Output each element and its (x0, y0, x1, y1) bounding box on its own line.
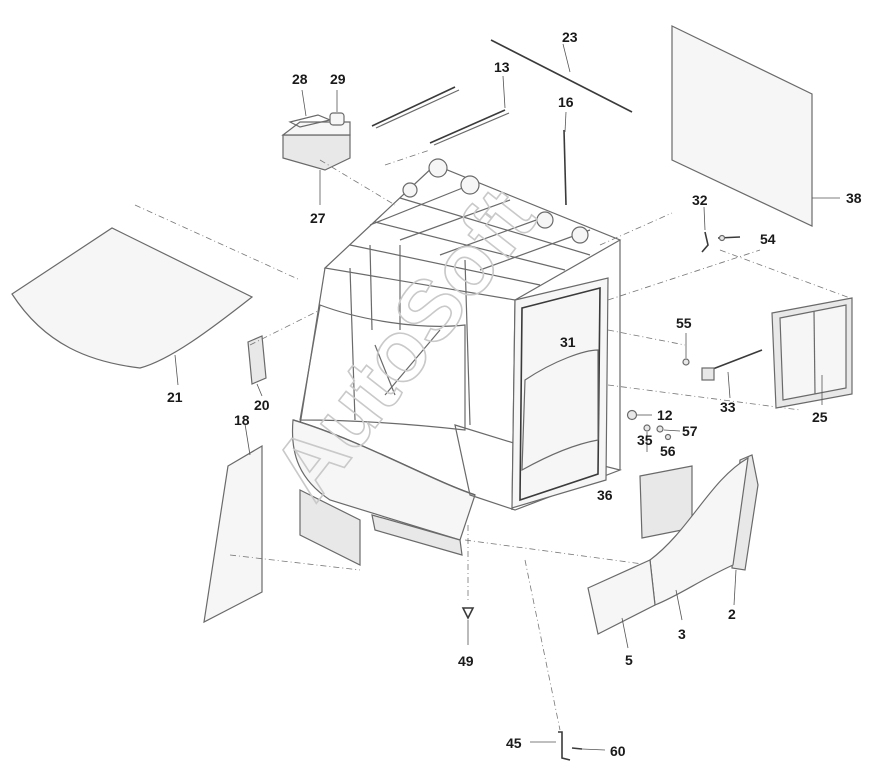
callout-56: 56 (660, 443, 676, 459)
callout-32: 32 (692, 192, 708, 208)
callout-57: 57 (682, 423, 698, 439)
callout-2: 2 (728, 606, 736, 622)
side-window-part-25[interactable] (771, 297, 853, 409)
callout-36: 36 (597, 487, 613, 503)
rear-window-part-38[interactable] (671, 25, 840, 227)
screw-part-60[interactable] (571, 747, 606, 751)
fitting-part-12[interactable] (626, 409, 653, 421)
plug-part-49[interactable] (461, 607, 475, 645)
callout-25: 25 (812, 409, 828, 425)
callout-5: 5 (625, 652, 633, 668)
callout-21: 21 (167, 389, 183, 405)
fitting-part-57[interactable] (656, 425, 681, 433)
callout-3: 3 (678, 626, 686, 642)
callout-45: 45 (506, 735, 522, 751)
callout-49: 49 (458, 653, 474, 669)
bracket-part-20[interactable] (247, 335, 267, 397)
windshield-part-21[interactable] (11, 227, 254, 386)
callout-54: 54 (760, 231, 776, 247)
callout-18: 18 (234, 412, 250, 428)
handle-part-32[interactable] (701, 206, 709, 253)
callout-33: 33 (720, 399, 736, 415)
callout-31: 31 (560, 334, 576, 350)
callout-16: 16 (558, 94, 574, 110)
callout-12: 12 (657, 407, 673, 423)
callout-29: 29 (330, 71, 346, 87)
callout-28: 28 (292, 71, 308, 87)
callout-27: 27 (310, 210, 326, 226)
screw-part-54[interactable] (717, 234, 741, 242)
side-glass-part-18[interactable] (203, 423, 263, 624)
bracket-part-45[interactable] (530, 731, 571, 761)
callout-20: 20 (254, 397, 270, 413)
callout-23: 23 (562, 29, 578, 45)
antenna-part-16[interactable] (563, 111, 567, 206)
callout-38: 38 (846, 190, 862, 206)
wiper-arms-part-13[interactable] (371, 75, 510, 146)
callout-35: 35 (637, 432, 653, 448)
cap-part-29[interactable] (329, 90, 345, 126)
fender-part-5[interactable] (587, 559, 656, 649)
storage-box-part-27[interactable] (281, 121, 351, 205)
callout-55: 55 (676, 315, 692, 331)
roof-rod-part-23[interactable] (490, 39, 633, 113)
callout-13: 13 (494, 59, 510, 75)
callout-60: 60 (610, 743, 626, 759)
fitting-part-35[interactable] (643, 424, 651, 452)
screw-part-55[interactable] (682, 333, 690, 366)
assembly-lines (134, 149, 851, 731)
callout-labels: 23 13 28 29 16 27 38 32 54 21 20 18 31 5… (167, 29, 862, 759)
fitting-part-56[interactable] (664, 433, 672, 441)
cab-frame[interactable] (291, 158, 622, 566)
latch-rod-part-33[interactable] (701, 349, 763, 399)
fender-part-3[interactable] (649, 456, 749, 621)
